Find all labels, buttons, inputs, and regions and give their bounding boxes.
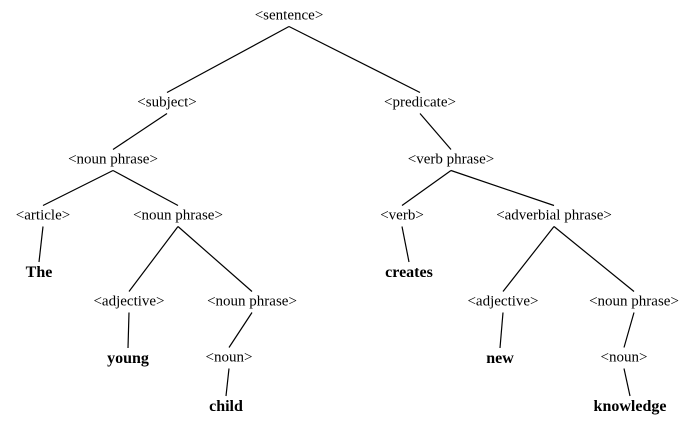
- node-article: <article>: [15, 207, 71, 224]
- node-noun-2: <noun>: [600, 349, 648, 366]
- word-knowledge: knowledge: [593, 398, 667, 415]
- edge-advp-adj2: [502, 226, 555, 292]
- node-predicate: <predicate>: [384, 94, 456, 111]
- edge-advp-np4: [553, 226, 635, 292]
- word-creates: creates: [385, 264, 433, 281]
- word-young: young: [107, 350, 149, 367]
- edge-np4-noun2: [623, 312, 635, 348]
- edge-sentence-subject: [166, 25, 290, 94]
- node-noun-phrase-4: <noun phrase>: [589, 293, 679, 310]
- edge-np1-np2: [112, 169, 179, 207]
- edge-adj1-young: [127, 312, 130, 349]
- edge-subject-np1: [112, 113, 168, 150]
- word-child: child: [209, 398, 243, 415]
- node-noun-phrase-3: <noun phrase>: [207, 293, 297, 310]
- node-noun-phrase-2: <noun phrase>: [133, 207, 223, 224]
- edge-verb-creates: [401, 226, 410, 263]
- edge-noun2-knowledge: [623, 368, 631, 397]
- edge-noun1-child: [225, 368, 230, 397]
- word-new: new: [486, 350, 514, 367]
- node-subject: <subject>: [137, 94, 197, 111]
- node-adjective-2: <adjective>: [467, 293, 539, 310]
- edge-adj2-new: [499, 312, 504, 349]
- edge-sentence-predicate: [288, 25, 421, 94]
- node-sentence: <sentence>: [254, 7, 324, 24]
- edge-predicate-vp: [419, 113, 452, 150]
- word-the: The: [25, 264, 53, 281]
- node-verb: <verb>: [380, 207, 424, 224]
- node-noun-1: <noun>: [205, 349, 253, 366]
- node-verb-phrase: <verb phrase>: [407, 151, 495, 168]
- edge-vp-advp: [450, 169, 555, 207]
- edge-article-the: [38, 226, 44, 263]
- edge-np1-article: [42, 169, 114, 207]
- node-adjective-1: <adjective>: [93, 293, 165, 310]
- node-adverbial-phrase: <adverbial phrase>: [496, 207, 612, 224]
- edge-np3-noun1: [228, 312, 253, 348]
- edge-vp-verb: [401, 170, 452, 206]
- node-noun-phrase-1: <noun phrase>: [68, 151, 158, 168]
- edge-np2-adj1: [128, 226, 179, 292]
- edge-np2-np3: [177, 226, 253, 292]
